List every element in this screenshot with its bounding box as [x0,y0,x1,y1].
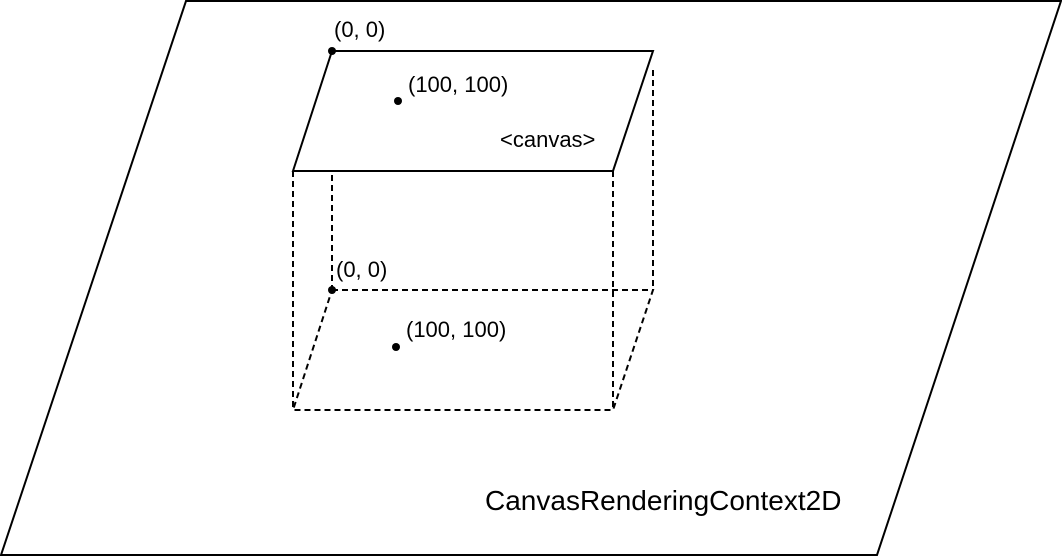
canvas-origin-point [328,47,336,55]
canvas-origin-label: (0, 0) [334,17,385,42]
context-point-label: (100, 100) [406,317,506,342]
context-point-100 [392,343,400,351]
context-origin-label: (0, 0) [336,257,387,282]
canvas-point-100 [394,97,402,105]
context-origin-point [328,286,336,294]
canvas-plane [291,50,655,172]
canvas-point-label: (100, 100) [408,72,508,97]
projected-canvas-plane [291,289,655,411]
canvas-element-label: <canvas> [500,127,595,152]
context-plane-label: CanvasRenderingContext2D [485,485,841,516]
